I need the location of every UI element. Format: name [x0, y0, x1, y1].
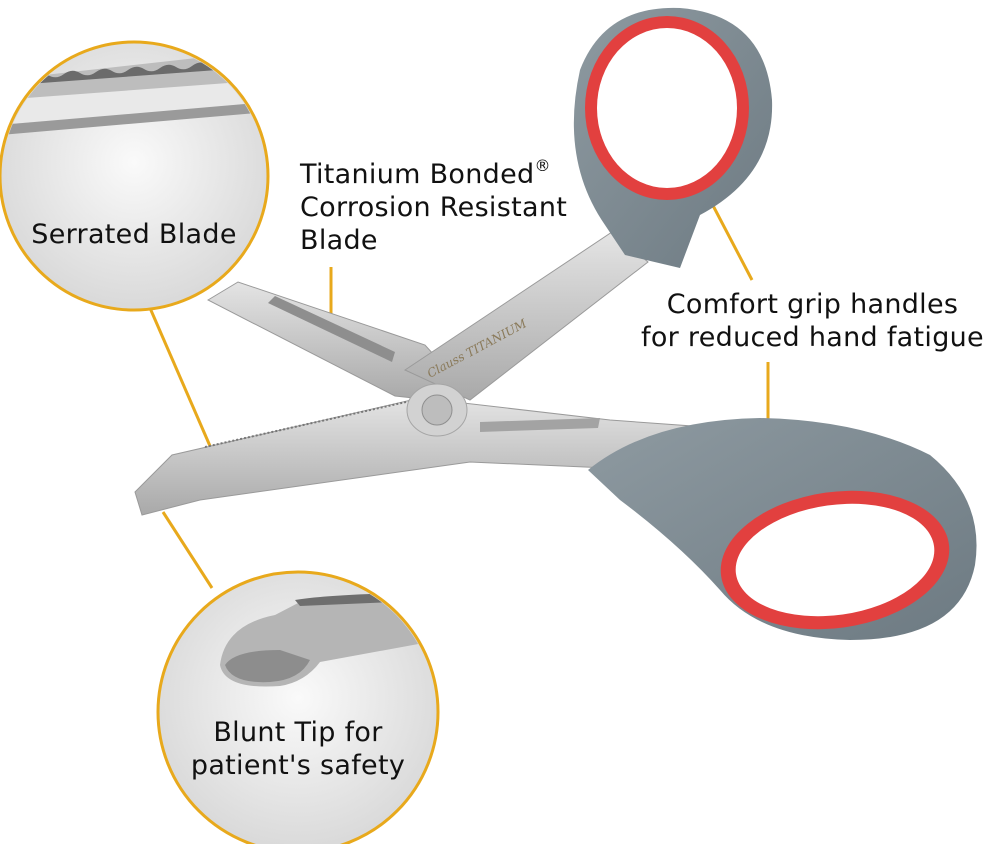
blunt-line-2: patient's safety — [190, 750, 406, 781]
blunt-tip-zoom-circle — [156, 570, 440, 844]
top-handle — [573, 7, 773, 268]
serrated-leader-line — [148, 307, 212, 447]
titanium-blade-label: Titanium Bonded® Corrosion Resistant Bla… — [300, 158, 567, 257]
blunt-tip-label: Blunt Tip for patient's safety — [178, 716, 418, 782]
blunt-line-1: Blunt Tip for — [213, 717, 383, 748]
serrated-blade-label: Serrated Blade — [31, 219, 237, 250]
bottom-handle — [588, 418, 977, 640]
comfort-grip-label: Comfort grip handles for reduced hand fa… — [640, 288, 985, 354]
serrated-blade-zoom-circle — [0, 40, 270, 312]
titanium-line-2: Corrosion Resistant — [300, 192, 568, 223]
comfort-line-2: for reduced hand fatigue — [641, 322, 984, 353]
leader-lines — [148, 195, 770, 589]
titanium-line-1: Titanium Bonded — [300, 159, 535, 190]
comfort-line-1: Comfort grip handles — [666, 289, 959, 320]
blunt-leader-line — [161, 511, 214, 589]
titanium-line-3: Blade — [300, 225, 378, 256]
registered-mark: ® — [534, 156, 551, 175]
comfort-leader-line-top — [706, 195, 754, 281]
pivot-screw — [406, 383, 468, 437]
